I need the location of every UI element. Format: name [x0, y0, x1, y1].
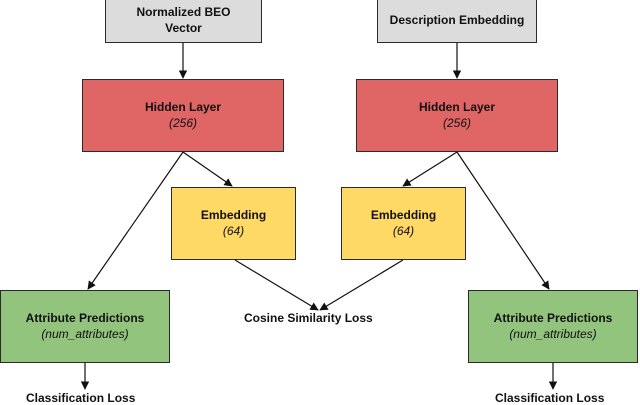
- predictions-box-left: Attribute Predictions (num_attributes): [0, 290, 170, 363]
- predictions-size-left: (num_attributes): [41, 326, 129, 341]
- embedding-size-left: (64): [222, 223, 245, 238]
- line-embedding-to-cosine-right: [319, 259, 404, 311]
- predictions-size-right: (num_attributes): [509, 326, 597, 341]
- input-title-right: Description Embedding: [389, 13, 525, 28]
- arrow-hidden-to-predictions-left: [87, 151, 184, 290]
- predictions-title-left: Attribute Predictions: [25, 310, 145, 325]
- classification-loss-label-right: Classification Loss: [495, 391, 605, 405]
- embedding-title-right: Embedding: [370, 207, 437, 222]
- arrow-hidden-to-embedding-left: [182, 151, 233, 187]
- cosine-similarity-loss-label: Cosine Similarity Loss: [244, 311, 373, 325]
- embedding-box-right: Embedding (64): [341, 187, 466, 260]
- embedding-size-right: (64): [392, 223, 415, 238]
- embedding-title-left: Embedding: [200, 207, 267, 222]
- hidden-layer-box-left: Hidden Layer (256): [82, 79, 284, 152]
- hidden-layer-size-left: (256): [168, 115, 197, 130]
- classification-loss-label-left: Classification Loss: [26, 391, 136, 405]
- predictions-title-right: Attribute Predictions: [493, 310, 613, 325]
- arrow-hidden-to-predictions-right: [456, 151, 550, 290]
- input-box-right: Description Embedding: [377, 0, 537, 43]
- predictions-box-right: Attribute Predictions (num_attributes): [468, 290, 638, 363]
- hidden-layer-box-right: Hidden Layer (256): [356, 79, 558, 152]
- hidden-layer-title-right: Hidden Layer: [418, 99, 496, 114]
- arrow-hidden-to-embedding-right: [402, 151, 458, 187]
- input-title-left: Normalized BEO Vector: [136, 5, 231, 35]
- hidden-layer-title-left: Hidden Layer: [144, 99, 222, 114]
- embedding-box-left: Embedding (64): [171, 187, 296, 260]
- hidden-layer-size-right: (256): [442, 115, 471, 130]
- line-embedding-to-cosine-left: [234, 259, 319, 311]
- input-box-left: Normalized BEO Vector: [105, 0, 262, 43]
